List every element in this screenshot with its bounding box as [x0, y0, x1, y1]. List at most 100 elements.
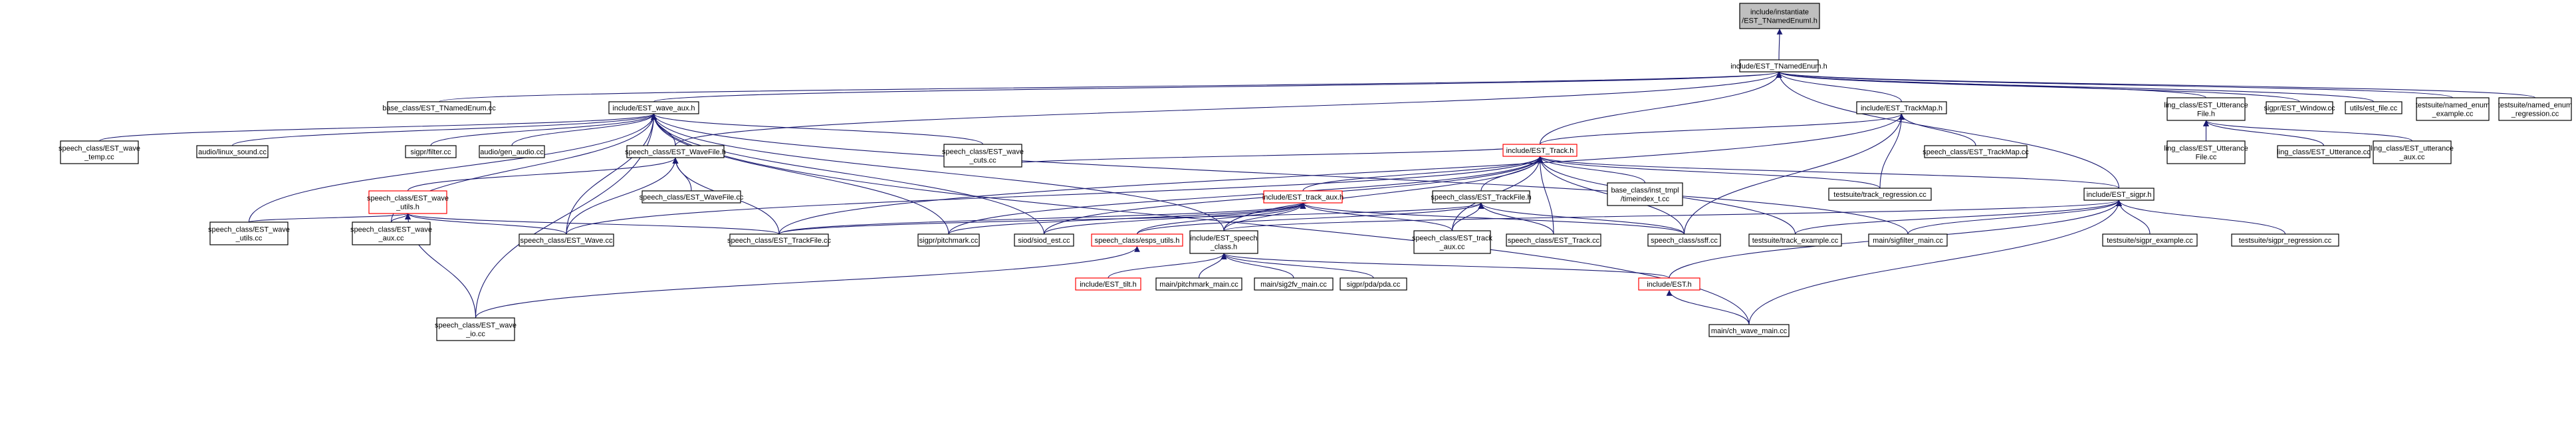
node-box [1506, 233, 1601, 247]
node-wavefile-h[interactable]: speech_class/EST_WaveFile.h [625, 145, 726, 158]
node-label: _io.cc [465, 331, 485, 339]
node-sig2fv-main[interactable]: main/sig2fv_main.cc [1254, 277, 1334, 291]
node-wave-aux[interactable]: include/EST_wave_aux.h [608, 101, 699, 114]
edge-est-wave-cc-to-wavefile-h [566, 157, 679, 235]
node-box [1748, 233, 1842, 247]
node-label: testsuite/named_enum [2498, 102, 2572, 110]
node-base-tnamedenum-cc[interactable]: base_class/EST_TNamedEnum.cc [382, 101, 496, 114]
node-ch-wave-main[interactable]: main/ch_wave_main.cc [1708, 324, 1790, 337]
node-est-h[interactable]: include/EST.h [1638, 277, 1700, 291]
node-track-h[interactable]: include/EST_Track.h [1502, 144, 1578, 157]
node-label: include/EST_wave_aux.h [612, 104, 695, 112]
node-utterance-cc[interactable]: ling_class/EST_Utterance.cc [2277, 145, 2371, 158]
node-label: _temp.cc [84, 154, 114, 162]
node-named-enum-example[interactable]: testsuite/named_enum_example.cc [2416, 97, 2490, 121]
node-box [368, 190, 447, 214]
node-box [2345, 101, 2402, 114]
node-track-regression[interactable]: testsuite/track_regression.cc [1828, 188, 1932, 201]
node-siod-est[interactable]: siod/siod_est.cc [1014, 233, 1074, 247]
node-label: speech_class/EST_WaveFile.cc [640, 194, 744, 202]
edge-base-tnamedenum-cc-to-tnamedenum [438, 71, 1782, 102]
node-est-track-cc[interactable]: speech_class/EST_Track.cc [1506, 233, 1601, 247]
node-named-enum-regression[interactable]: testsuite/named_enum_regression.cc [2498, 97, 2572, 121]
node-sigpr-h[interactable]: include/EST_sigpr.h [2083, 188, 2155, 201]
node-wave-utils-h[interactable]: speech_class/EST_wave_utils.h [367, 190, 449, 214]
node-label: speech_class/esps_utils.h [1095, 237, 1180, 245]
node-box [2166, 97, 2246, 121]
node-track-aux-h[interactable]: include/EST_track_aux.h [1262, 190, 1344, 204]
node-track-example[interactable]: testsuite/track_example.cc [1748, 233, 1842, 247]
node-wave-utils-cc[interactable]: speech_class/EST_wave_utils.cc [208, 221, 290, 245]
edge-ch-wave-main-to-wave-aux [651, 113, 1750, 325]
node-box [479, 145, 545, 158]
node-speech-class-h[interactable]: include/EST_speech_class.h [1189, 230, 1258, 254]
node-label: _aux.cc [2399, 154, 2425, 162]
node-box [2498, 97, 2572, 121]
edge-track-regression-to-trackmap-h [1879, 113, 1905, 189]
node-trackfile-h[interactable]: speech_class/EST_TrackFile.h [1431, 190, 1532, 204]
node-utterance-aux[interactable]: ling_class/EST_utterance_aux.cc [2371, 140, 2454, 164]
node-label: include/EST_speech [1191, 235, 1258, 243]
node-box [1413, 230, 1491, 254]
node-wave-aux-cc[interactable]: speech_class/EST_wave_aux.cc [350, 221, 432, 245]
node-trackfile-cc[interactable]: speech_class/EST_TrackFile.cc [727, 233, 832, 247]
node-sigpr-example[interactable]: testsuite/sigpr_example.cc [2102, 233, 2198, 247]
node-label: _utils.h [396, 204, 419, 212]
node-box [1254, 277, 1334, 291]
node-est-wave-cc[interactable]: speech_class/EST_Wave.cc [519, 233, 614, 247]
edge-ssff-to-trackfile-h [1478, 202, 1685, 235]
node-root[interactable]: include/instantiate/EST_TNamedEnumI.h [1739, 3, 1820, 29]
edge-sigpr-h-to-tnamedenum [1776, 71, 2120, 189]
node-wave-temp[interactable]: speech_class/EST_wave_temp.cc [59, 140, 140, 164]
node-label: speech_class/EST_wave [59, 145, 140, 153]
node-label: speech_class/EST_Track.cc [1508, 237, 1600, 245]
node-label: speech_class/EST_TrackFile.cc [727, 237, 832, 245]
node-pitchmark-main[interactable]: main/pitchmark_main.cc [1155, 277, 1242, 291]
node-wave-io[interactable]: speech_class/EST_wave_io.cc [435, 317, 517, 341]
node-wave-cuts[interactable]: speech_class/EST_wave_cuts.cc [942, 144, 1024, 168]
node-est-tilt[interactable]: include/EST_tilt.h [1075, 277, 1141, 291]
node-label: sigpr/EST_Window.cc [2264, 104, 2335, 112]
node-linux-sound[interactable]: audio/linux_sound.cc [196, 145, 269, 158]
node-trackmap-h[interactable]: include/EST_TrackMap.h [1856, 101, 1947, 114]
node-label: testsuite/sigpr_example.cc [2107, 237, 2193, 245]
node-est-file[interactable]: utils/est_file.cc [2345, 101, 2402, 114]
node-sigpr-window[interactable]: sigpr/EST_Window.cc [2264, 101, 2335, 114]
node-label: testsuite/track_example.cc [1752, 237, 1839, 245]
node-sigpr-filter[interactable]: sigpr/filter.cc [405, 145, 457, 158]
node-sigfilter-main[interactable]: main/sigfilter_main.cc [1868, 233, 1948, 247]
node-label: utils/est_file.cc [2350, 104, 2398, 112]
node-box [387, 101, 491, 114]
node-wavefile-cc[interactable]: speech_class/EST_WaveFile.cc [640, 190, 744, 204]
node-box [1638, 277, 1700, 291]
node-ssff[interactable]: speech_class/ssff.cc [1647, 233, 1721, 247]
edge-track-h-to-trackmap-h [1539, 113, 1905, 145]
node-esps-utils[interactable]: speech_class/esps_utils.h [1091, 233, 1183, 247]
node-track-aux-cc[interactable]: speech_class/EST_track_aux.cc [1412, 230, 1493, 254]
node-trackmap-cc[interactable]: speech_class/EST_TrackMap.cc [1923, 145, 2029, 158]
node-label: _regression.cc [2511, 110, 2559, 118]
node-pitchmark-cc[interactable]: sigpr/pitchmark.cc [917, 233, 980, 247]
edge-sig2fv-main-to-speech-class-h [1221, 253, 1294, 279]
edge-wave-temp-to-wave-aux [98, 113, 657, 142]
node-gen-audio[interactable]: audio/gen_audio.cc [479, 145, 545, 158]
node-label: include/instantiate [1750, 9, 1809, 17]
node-box [1014, 233, 1074, 247]
node-label: main/sigfilter_main.cc [1873, 237, 1943, 245]
node-pda[interactable]: sigpr/pda/pda.cc [1340, 277, 1407, 291]
edge-trackfile-cc-to-track-aux-h [778, 202, 1306, 235]
node-box [2102, 233, 2198, 247]
node-sigpr-regression[interactable]: testsuite/sigpr_regression.cc [2231, 233, 2339, 247]
edge-sigpr-example-to-sigpr-h [2116, 200, 2151, 235]
node-box [1924, 145, 2028, 158]
node-tnamedenum[interactable]: include/EST_TNamedEnum.h [1730, 59, 1827, 72]
node-label: /EST_TNamedEnumI.h [1742, 17, 1817, 25]
node-label: audio/linux_sound.cc [198, 148, 267, 156]
node-box [2166, 140, 2246, 164]
node-inst-tmpl[interactable]: base_class/inst_tmpl/timeindex_t.cc [1607, 182, 1683, 206]
node-box [209, 221, 289, 245]
node-label: ling_class/EST_Utterance [2164, 145, 2248, 153]
edge-wavefile-h-to-tnamedenum [675, 71, 1782, 146]
